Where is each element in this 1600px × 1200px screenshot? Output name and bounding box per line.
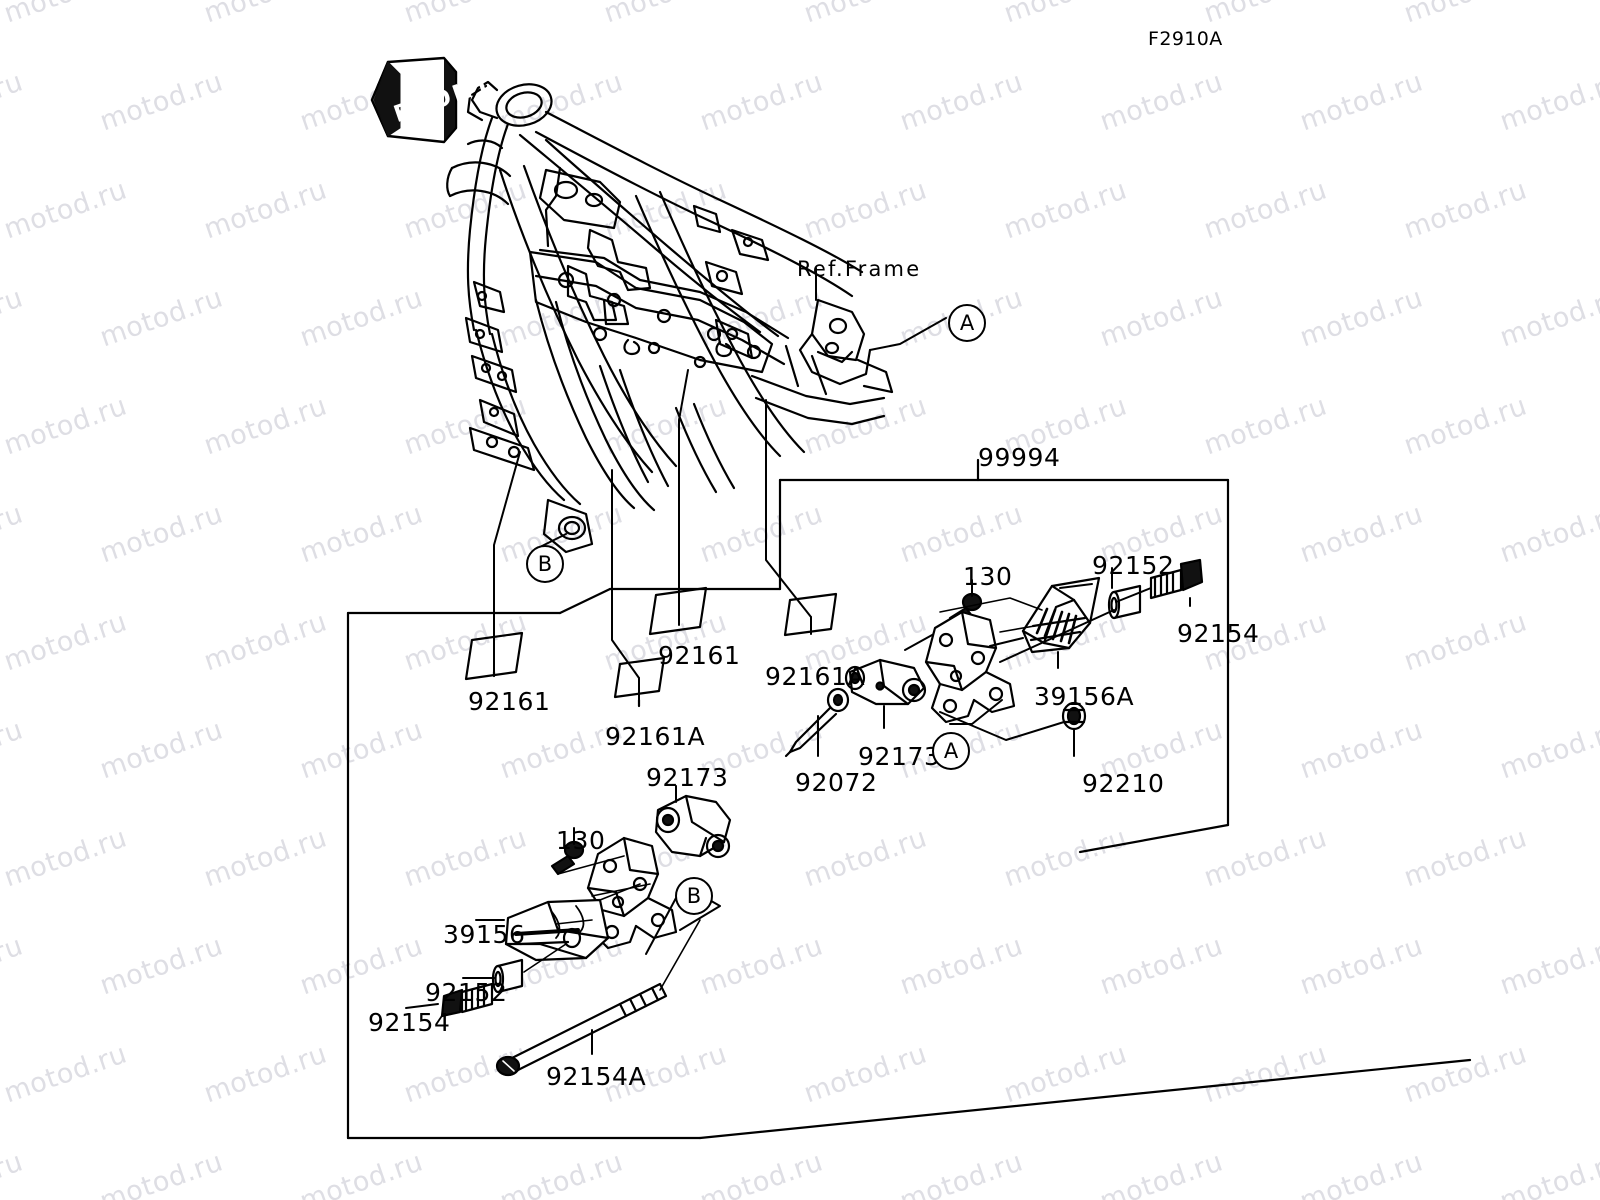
bolt-92154-right <box>1149 558 1204 600</box>
bolt-92154-left <box>440 982 494 1018</box>
diagram-code: F2910A <box>1148 28 1223 50</box>
callout-bolt: 92154 <box>368 1008 451 1037</box>
frame-illustration <box>446 80 894 554</box>
callout-collar: 92152 <box>425 978 508 1007</box>
marker-a-frame-marker: A <box>948 304 986 342</box>
marker-b-frame-marker: B <box>526 545 564 583</box>
bracket-right <box>924 610 1016 724</box>
marker-b-assembly-marker: B <box>675 877 713 915</box>
callout-footpeg-right: 39156A <box>1034 682 1135 711</box>
callout-spring-rod: 92072 <box>795 768 878 797</box>
damper-symbols <box>464 369 838 708</box>
front-arrow-icon <box>370 56 458 144</box>
clamp-right <box>844 658 927 706</box>
marker-a-assembly-marker: A <box>932 732 970 770</box>
callout-damper: 92161 <box>468 687 551 716</box>
marker-leaders <box>541 267 947 547</box>
callout-bolt-130: 130 <box>556 826 606 855</box>
callout-nut: 92210 <box>1082 769 1165 798</box>
callout-kit-number: 99994 <box>978 443 1061 472</box>
diagram-boundary <box>346 587 1472 1140</box>
callout-clamp: 92173 <box>646 763 729 792</box>
callout-damper-a: 92161A <box>765 662 866 691</box>
bolt-92154A <box>495 982 668 1077</box>
collar-right <box>1107 584 1142 620</box>
callout-damper: 92161 <box>658 641 741 670</box>
callout-bolt-130: 130 <box>963 562 1013 591</box>
clamp-left <box>654 794 732 859</box>
collar-left <box>491 958 524 994</box>
callout-footpeg-left: 39156 <box>443 920 526 949</box>
footpeg-left <box>504 898 610 962</box>
assembly-left <box>405 785 732 1077</box>
ref-frame-label: Ref.Frame <box>797 257 922 281</box>
callout-bolt-long: 92154A <box>546 1062 647 1091</box>
kit-boundary-99994 <box>778 458 1230 854</box>
footpeg-right <box>1021 576 1101 654</box>
callout-damper-a: 92161A <box>605 722 706 751</box>
assembly-right <box>784 558 1204 758</box>
callout-bolt: 92154 <box>1177 619 1260 648</box>
callout-collar: 92152 <box>1092 551 1175 580</box>
